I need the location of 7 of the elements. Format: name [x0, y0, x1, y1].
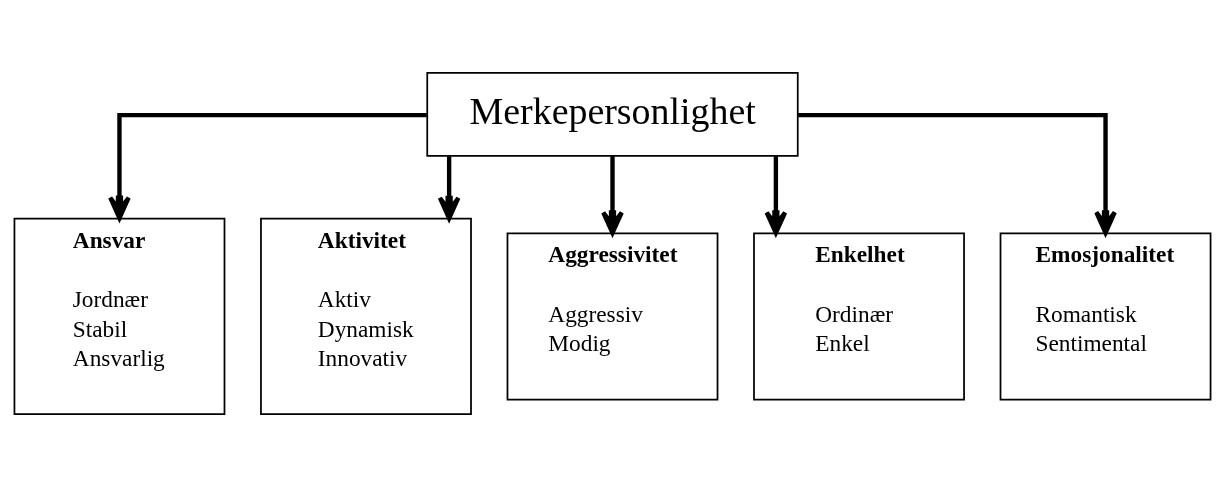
- node-box: Emosjonalitet Romantisk Sentimental: [999, 231, 1212, 400]
- node-box: Aggressivitet Aggressiv Modig: [506, 231, 719, 400]
- node-box: Enkelhet Ordinær Enkel: [753, 231, 965, 400]
- node-box: Ansvar Jordnær Stabil Ansvarlig: [13, 217, 226, 415]
- arrow: [437, 155, 461, 221]
- node-box: Aktivitet Aktiv Dynamisk Innovativ: [260, 217, 472, 415]
- node-box: Merkepersonlighet: [426, 71, 799, 157]
